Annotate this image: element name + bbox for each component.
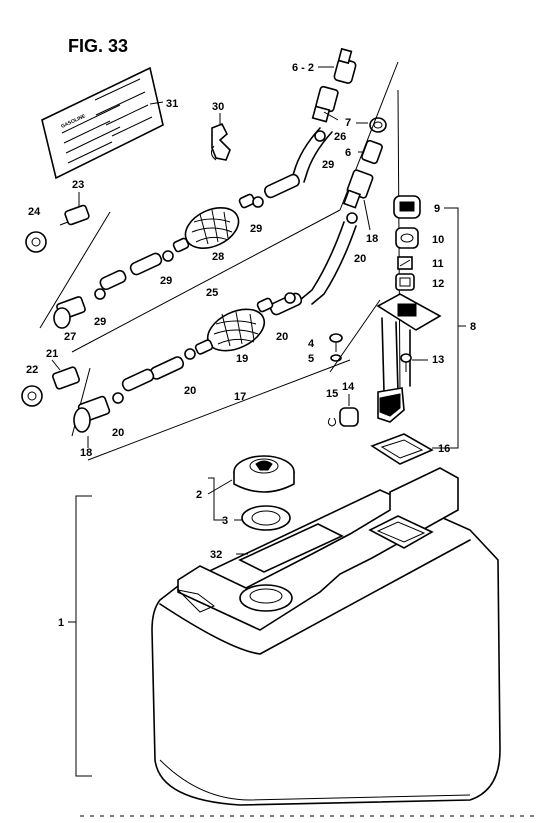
callout-31: 31 <box>166 98 178 110</box>
callout-20-b: 20 <box>276 331 288 343</box>
callout-18-a: 18 <box>366 233 378 245</box>
callout-12: 12 <box>432 278 444 290</box>
callout-9: 9 <box>434 203 440 215</box>
callout-5: 5 <box>308 353 314 365</box>
nut-22 <box>21 385 43 407</box>
callout-3: 3 <box>222 515 228 527</box>
callout-15: 15 <box>326 388 338 400</box>
callout-16: 16 <box>438 443 450 455</box>
connector-23 <box>59 192 90 226</box>
callout-20-a: 20 <box>354 253 366 265</box>
callout-29-c: 29 <box>160 275 172 287</box>
connector-18-upper <box>342 169 374 231</box>
gasket-16 <box>370 433 444 465</box>
figure-title: FIG. 33 <box>68 36 128 56</box>
connector-elbow <box>311 85 339 123</box>
screw-13 <box>400 353 428 372</box>
callout-22: 22 <box>26 364 38 376</box>
callout-8: 8 <box>470 321 476 333</box>
callout-26: 26 <box>334 131 346 143</box>
o-ring <box>356 117 387 133</box>
warning-decal: GASOLINE <box>41 66 164 180</box>
leader-bracket-left-upper <box>39 209 341 353</box>
callout-23: 23 <box>72 179 84 191</box>
callout-4: 4 <box>308 338 315 350</box>
fuel-tank <box>151 467 501 806</box>
nut-24 <box>25 231 47 253</box>
callout-6-2: 6 - 2 <box>292 62 314 74</box>
leader-bracket-cap <box>208 477 224 521</box>
callout-29-d: 29 <box>94 316 106 328</box>
callout-30: 30 <box>212 101 224 113</box>
callout-24: 24 <box>28 206 41 218</box>
filler-cap <box>207 455 295 495</box>
callout-29-b: 29 <box>250 223 262 235</box>
callout-20-d: 20 <box>112 427 124 439</box>
callout-11: 11 <box>432 258 444 270</box>
fitting <box>358 139 383 165</box>
fuel-gauge-assembly <box>376 195 466 449</box>
callout-13: 13 <box>432 354 444 366</box>
connector-top <box>318 47 357 84</box>
leader-bracket-middle <box>329 299 381 373</box>
cap-gasket <box>234 505 291 531</box>
screw-4 <box>329 333 343 352</box>
callout-32: 32 <box>210 549 222 561</box>
callout-labels: 6 - 2 31 30 7 6 26 29 23 24 29 28 29 25 … <box>26 62 476 629</box>
callout-6: 6 <box>345 147 351 159</box>
callout-14: 14 <box>342 381 355 393</box>
connector-27 <box>53 296 86 329</box>
callout-17: 17 <box>234 391 246 403</box>
clip-15 <box>327 417 337 427</box>
callout-27: 27 <box>64 331 76 343</box>
callout-1: 1 <box>58 617 64 629</box>
leader-bracket-tank <box>75 495 92 777</box>
callout-19: 19 <box>236 353 248 365</box>
callout-29-a: 29 <box>322 159 334 171</box>
callout-10: 10 <box>432 234 444 246</box>
hose-clip <box>210 113 231 161</box>
hose-assembly-upper <box>94 127 333 300</box>
callout-18-b: 18 <box>80 447 92 459</box>
leader-bracket-left-lower <box>71 359 351 461</box>
connector-21 <box>51 359 80 390</box>
connector-18-lower <box>73 395 111 448</box>
callout-7: 7 <box>345 117 351 129</box>
callout-2: 2 <box>196 489 202 501</box>
callout-20-c: 20 <box>184 385 196 397</box>
cap-14 <box>339 394 359 427</box>
hose-assembly-lower <box>112 212 358 404</box>
callout-28: 28 <box>212 251 224 263</box>
callout-25: 25 <box>206 287 218 299</box>
callout-21: 21 <box>46 348 58 360</box>
